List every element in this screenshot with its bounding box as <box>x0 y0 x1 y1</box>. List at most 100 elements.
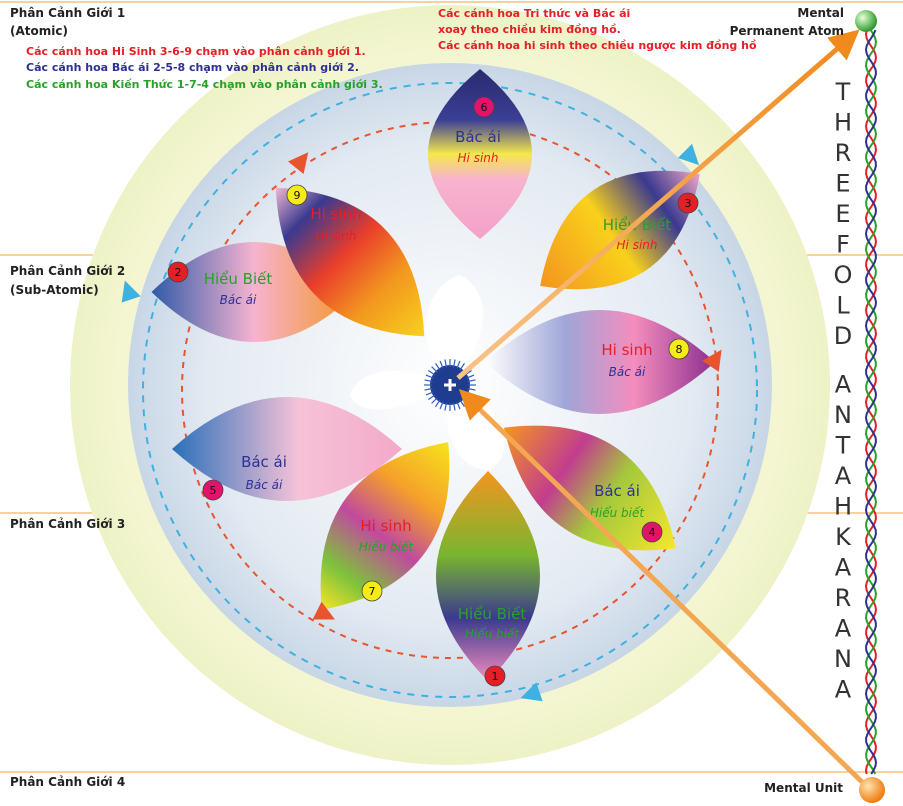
blue-dashed-orbit <box>142 82 758 698</box>
petal-6 <box>428 69 532 239</box>
ray <box>435 363 441 371</box>
plane-label-1: Phân Cảnh Giới 1 (Atomic) <box>10 6 125 38</box>
red-arrow-icon <box>287 152 309 175</box>
petal-number: 5 <box>210 484 217 497</box>
petal-label: Hiểu Biết <box>204 270 273 288</box>
petal-9 <box>275 187 425 337</box>
title-letter: N <box>834 401 852 429</box>
title-letter: T <box>835 78 851 106</box>
upward-arrow <box>456 29 860 380</box>
ray <box>428 370 436 376</box>
plane-4-name: Phân Cảnh Giới 4 <box>10 775 125 789</box>
note-love: Các cánh hoa Bác ái 2-5-8 chạm vào phân … <box>26 61 359 74</box>
title-letter: H <box>834 109 852 137</box>
red-arrow-icon <box>702 349 722 372</box>
ray <box>444 402 448 411</box>
petal-number-badge <box>286 184 308 206</box>
connection-arrows <box>456 29 864 784</box>
ray <box>431 366 438 373</box>
petal-shape <box>320 442 450 610</box>
title-letter: K <box>835 523 852 551</box>
petal-number: 4 <box>649 526 656 539</box>
ray <box>452 402 456 411</box>
petal-notes: Các cánh hoa Hi Sinh 3-6-9 chạm vào phân… <box>26 45 383 91</box>
petal-1 <box>436 471 540 681</box>
rotation-note-3: Các cánh hoa hi sinh theo chiều ngược ki… <box>438 39 757 52</box>
permanent-atom-label-1: Mental <box>797 6 844 20</box>
petal-number-badge <box>167 261 189 283</box>
petal-label: Hi sinh <box>360 517 411 535</box>
petal-shape <box>428 69 532 239</box>
inward-arrow <box>458 389 864 784</box>
petal-number-badge <box>484 665 506 687</box>
petal-shape <box>503 425 677 551</box>
petal-sublabel: Hi sinh <box>316 229 357 243</box>
plane-1-name: Phân Cảnh Giới 1 <box>10 6 125 20</box>
petal-sublabel: Hiểu biết <box>465 627 520 641</box>
ray <box>467 379 476 383</box>
plane-3-name: Phân Cảnh Giới 3 <box>10 517 125 531</box>
red-arrow-icon <box>312 601 335 620</box>
mental-unit-label: Mental Unit <box>764 781 843 795</box>
petal-sublabel: Bác ái <box>609 365 646 379</box>
plane-2-name: Phân Cảnh Giới 2 <box>10 264 125 278</box>
rotation-note-2: xoay theo chiều kim đồng hồ. <box>438 23 621 36</box>
petal-label: Bác ái <box>455 128 501 146</box>
title-letter: A <box>835 554 852 582</box>
petal-shape <box>436 471 540 681</box>
petal-label: Hiểu Biết <box>458 605 527 623</box>
ray <box>425 391 434 396</box>
petal-number-badge <box>361 580 383 602</box>
plane-2-sub: (Sub-Atomic) <box>10 283 99 297</box>
rotation-notes: Các cánh hoa Tri thức và Bác ái xoay the… <box>438 7 757 52</box>
title-letter: L <box>836 292 850 320</box>
antahkarana-threads <box>864 29 878 775</box>
title-letter: H <box>834 493 852 521</box>
rotation-note-1: Các cánh hoa Tri thức và Bác ái <box>438 7 630 20</box>
title-letter: E <box>835 200 850 228</box>
ray <box>439 401 444 410</box>
petal-number: 9 <box>294 189 301 202</box>
petal-number-badge <box>677 192 699 214</box>
permanent-atom-label-2: Permanent Atom <box>730 24 844 38</box>
petal-5 <box>172 397 402 501</box>
petal-sublabel: Hi sinh <box>458 151 499 165</box>
note-knowledge: Các cánh hoa Kiến Thức 1-7-4 chạm vào ph… <box>26 78 383 91</box>
petal-4 <box>503 425 677 551</box>
petal-sublabel: Hi sinh <box>617 238 658 252</box>
title-letter: A <box>835 615 852 643</box>
ray <box>459 363 465 371</box>
petal-number-badge <box>668 338 690 360</box>
permanent-atom-icon <box>855 10 877 32</box>
ray <box>456 360 461 369</box>
ray <box>424 379 433 383</box>
title-letter: D <box>834 322 852 350</box>
blue-arrow-icon <box>677 143 700 166</box>
mental-unit-icon <box>859 777 885 803</box>
petal-number-badge <box>202 479 224 501</box>
petal-shape <box>275 187 425 337</box>
petal-7 <box>320 442 450 610</box>
title-letter: R <box>835 584 852 612</box>
petal-label: Bác ái <box>594 482 640 500</box>
ray <box>424 387 433 391</box>
title-letter: R <box>835 139 852 167</box>
petal-number: 6 <box>481 101 488 114</box>
title-letter: T <box>835 432 851 460</box>
ray <box>444 359 448 368</box>
petal-number: 8 <box>676 343 683 356</box>
ray <box>466 374 475 379</box>
ray <box>428 394 436 400</box>
petal-sublabel: Bác ái <box>246 478 283 492</box>
petal-number-badge <box>641 521 663 543</box>
